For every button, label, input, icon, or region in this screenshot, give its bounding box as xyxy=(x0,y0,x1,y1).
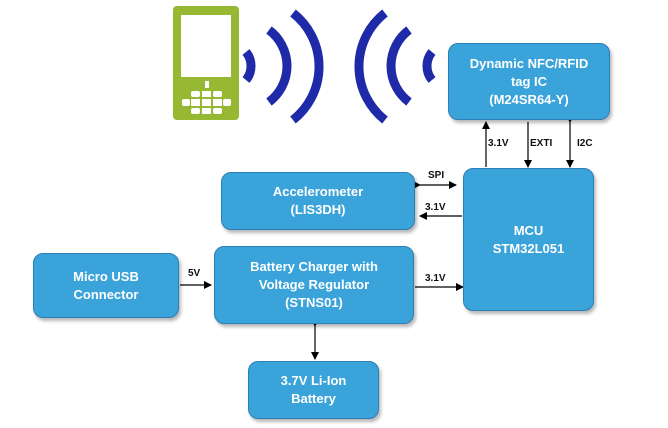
charger-title: Battery Charger with xyxy=(250,259,378,274)
spi-label: SPI xyxy=(428,170,445,181)
exti-label: EXTI xyxy=(530,138,553,149)
smartphone-icon xyxy=(173,6,239,120)
nfc-tag-subtitle: tag IC xyxy=(510,73,548,89)
nfc-tag-title: Dynamic NFC/RFID xyxy=(469,55,589,71)
accel-power-label: 3.1V xyxy=(425,202,446,213)
accelerometer-block: Accelerometer (LIS3DH) xyxy=(221,172,415,230)
nfc-tag-block: Dynamic NFC/RFID tag IC (M24SR64-Y) xyxy=(448,43,610,120)
accelerometer-part: (LIS3DH) xyxy=(290,202,346,217)
i2c-label: I2C xyxy=(577,138,593,149)
usb-power-label: 5V xyxy=(188,268,201,279)
usb-title: Micro USB xyxy=(73,268,139,284)
usb-connector-block: Micro USB Connector xyxy=(33,253,179,318)
mcu-part: STM32L051 xyxy=(492,240,565,256)
battery-block: 3.7V Li-Ion Battery xyxy=(248,361,379,419)
nfc-tag-part: (M24SR64-Y) xyxy=(489,91,569,107)
battery-title: 3.7V Li-Ion xyxy=(280,373,347,388)
mcu-block: MCU STM32L051 xyxy=(463,168,594,311)
accelerometer-title: Accelerometer xyxy=(272,184,364,199)
charger-part: (STNS01) xyxy=(285,295,343,310)
battery-subtitle: Battery xyxy=(291,391,336,406)
usb-subtitle: Connector xyxy=(73,286,139,302)
mcu-title: MCU xyxy=(513,222,544,238)
charger-block: Battery Charger with Voltage Regulator (… xyxy=(214,246,414,324)
nfc-waves-icon xyxy=(242,9,436,124)
nfc-power-label: 3.1V xyxy=(488,138,509,149)
charger-subtitle: Voltage Regulator xyxy=(258,277,370,292)
charger-mcu-label: 3.1V xyxy=(425,273,446,284)
